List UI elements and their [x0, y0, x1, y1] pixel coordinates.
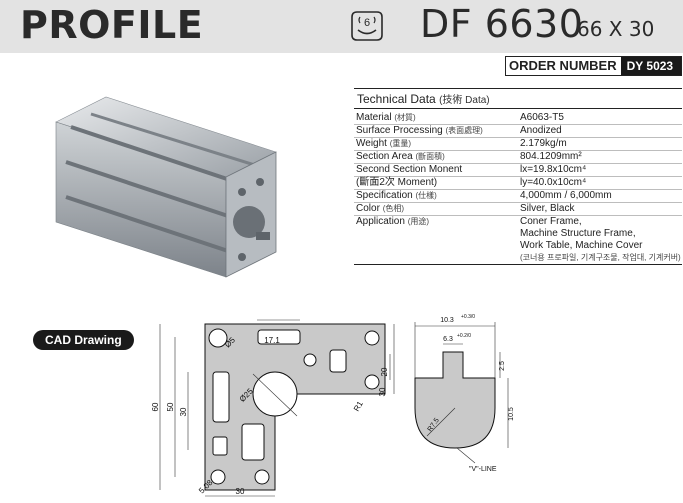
cad-slot-detail: 10.3 +0.3/0 6.3 +0.2/0 2.5 10.5 R7.5 "V"… — [414, 314, 515, 473]
spec-row: Application (用途)Coner Frame,Machine Stru… — [354, 215, 682, 265]
spec-row: Material (材質)A6063-T5 — [354, 112, 682, 125]
spec-label: Weight (重量) — [354, 137, 518, 151]
series-6-icon: 6 — [351, 11, 383, 41]
spec-value: Silver, Black — [518, 202, 682, 216]
detail-height-top: 2.5 — [499, 361, 506, 371]
dim-right-inner: 20 — [380, 367, 389, 376]
dim-top: 17.1 — [264, 336, 280, 345]
detail-width-inner-tol: +0.2/0 — [457, 333, 471, 339]
dim-left-inner: 30 — [179, 407, 188, 416]
spec-row: Weight (重量)2.179kg/m — [354, 137, 682, 151]
spec-label: Application (用途) — [354, 215, 518, 265]
dim-bottom: 30 — [236, 487, 245, 496]
spec-value: A6063-T5 — [518, 112, 682, 125]
model-dimensions: 66 X 30 — [577, 17, 655, 41]
technical-data-title: Technical Data (技術 Data) — [354, 88, 682, 109]
cad-main-drawing: 17.1 20 30 60 50 30 30 Ø25 Ø5 R1 5.08 — [151, 319, 395, 497]
spec-value: Anodized — [518, 124, 682, 138]
detail-width-outer: 10.3 — [440, 317, 454, 324]
series-icon-label: 6 — [364, 17, 370, 29]
aluminum-profile-photo — [55, 96, 277, 278]
model-number: DF 6630 — [420, 2, 584, 46]
page-title: PROFILE — [20, 3, 204, 47]
detail-height-bottom: 10.5 — [508, 407, 515, 421]
spec-row: Specification (仕樣)4,000mm / 6,000mm — [354, 189, 682, 203]
cad-drawing-label: CAD Drawing — [33, 330, 134, 350]
spec-label: Section Area (斷面積) — [354, 150, 518, 164]
order-number-value: DY 5023 — [620, 57, 682, 75]
spec-value: 804.1209mm² — [518, 150, 682, 164]
header-bar — [0, 0, 683, 53]
spec-value: Coner Frame,Machine Structure Frame,Work… — [518, 215, 682, 265]
dim-left-outer: 60 — [151, 402, 160, 411]
spec-value: 2.179kg/m — [518, 137, 682, 151]
order-number-box: ORDER NUMBER DY 5023 — [505, 56, 683, 76]
dim-radius: R1 — [352, 399, 365, 413]
spec-label: Surface Processing (表面處理) — [354, 124, 518, 138]
spec-row: Section Area (斷面積)804.1209mm² — [354, 150, 682, 164]
spec-label: Color (色相) — [354, 202, 518, 216]
spec-row: (斷面2次 Moment)ly=40.0x10cm⁴ — [354, 176, 682, 190]
spec-label: Second Section Monent — [354, 163, 518, 177]
spec-value: ly=40.0x10cm⁴ — [518, 176, 682, 190]
spec-value: lx=19.8x10cm⁴ — [518, 163, 682, 177]
detail-width-outer-tol: +0.3/0 — [461, 314, 475, 320]
detail-width-inner: 6.3 — [443, 336, 453, 343]
spec-row: Surface Processing (表面處理)Anodized — [354, 124, 682, 138]
spec-label: Specification (仕樣) — [354, 189, 518, 203]
spec-value: 4,000mm / 6,000mm — [518, 189, 682, 203]
technical-data-table: Technical Data (技術 Data) Material (材質)A6… — [354, 88, 682, 265]
detail-vline: "V"-LINE — [469, 466, 497, 473]
dim-right-outer: 30 — [378, 387, 387, 396]
order-number-label: ORDER NUMBER — [509, 58, 617, 73]
dim-left-mid: 50 — [166, 402, 175, 411]
spec-label: (斷面2次 Moment) — [354, 176, 518, 190]
spec-label: Material (材質) — [354, 112, 518, 125]
spec-row: Color (色相)Silver, Black — [354, 202, 682, 216]
